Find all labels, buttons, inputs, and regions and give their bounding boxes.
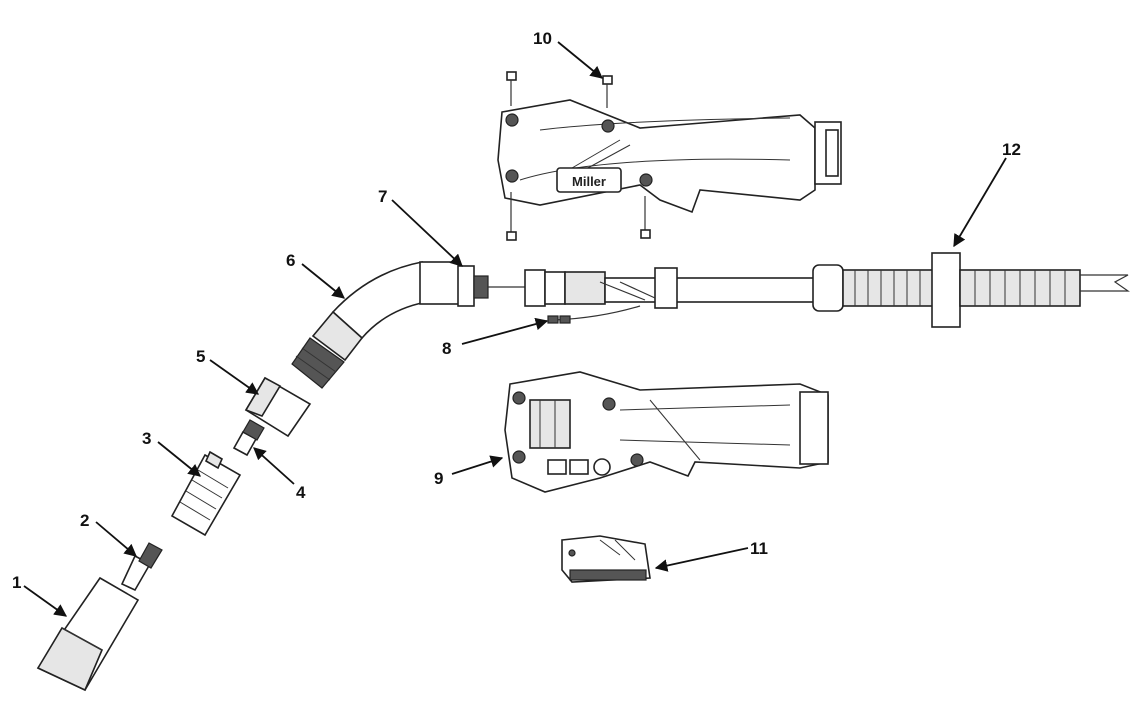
contact-tip-part: [120, 542, 163, 592]
callout-4: 4: [296, 483, 306, 502]
handle-logo: Miller: [572, 174, 606, 189]
leader-9: [451, 455, 504, 475]
callout-10: 10: [533, 29, 552, 48]
leader-3: [157, 441, 201, 477]
gas-diffuser-part: [170, 450, 242, 537]
leader-1: [23, 585, 68, 617]
trigger-part: [561, 535, 651, 583]
callout-9: 9: [434, 469, 443, 488]
leader-11: [654, 547, 749, 572]
retaining-head-part: [244, 376, 312, 438]
leader-10: [557, 41, 603, 79]
neck-nut-part: [457, 265, 525, 307]
insulator-part: [232, 419, 265, 457]
leader-5: [209, 359, 260, 395]
neck-part: [291, 261, 461, 389]
callout-7: 7: [378, 187, 387, 206]
leader-2: [95, 521, 137, 557]
callout-labels: 1 2 3 4 5 6 7 8 9 10 11 12: [12, 29, 1021, 592]
callout-1: 1: [12, 573, 21, 592]
cable-assembly-part: [524, 252, 1130, 328]
callout-2: 2: [80, 511, 89, 530]
leader-lines: [23, 41, 1007, 617]
handle-bottom-half-part: [504, 371, 829, 493]
nozzle-part: [36, 576, 140, 692]
leader-8: [461, 317, 549, 345]
callout-6: 6: [286, 251, 295, 270]
callout-12: 12: [1002, 140, 1021, 159]
leader-6: [301, 263, 345, 299]
callout-5: 5: [196, 347, 205, 366]
handle-top-half-part: Miller: [497, 71, 842, 241]
leader-7: [391, 199, 463, 267]
callout-8: 8: [442, 339, 451, 358]
leader-12: [953, 157, 1007, 248]
leader-4: [253, 447, 295, 485]
callout-3: 3: [142, 429, 151, 448]
callout-11: 11: [750, 539, 768, 558]
